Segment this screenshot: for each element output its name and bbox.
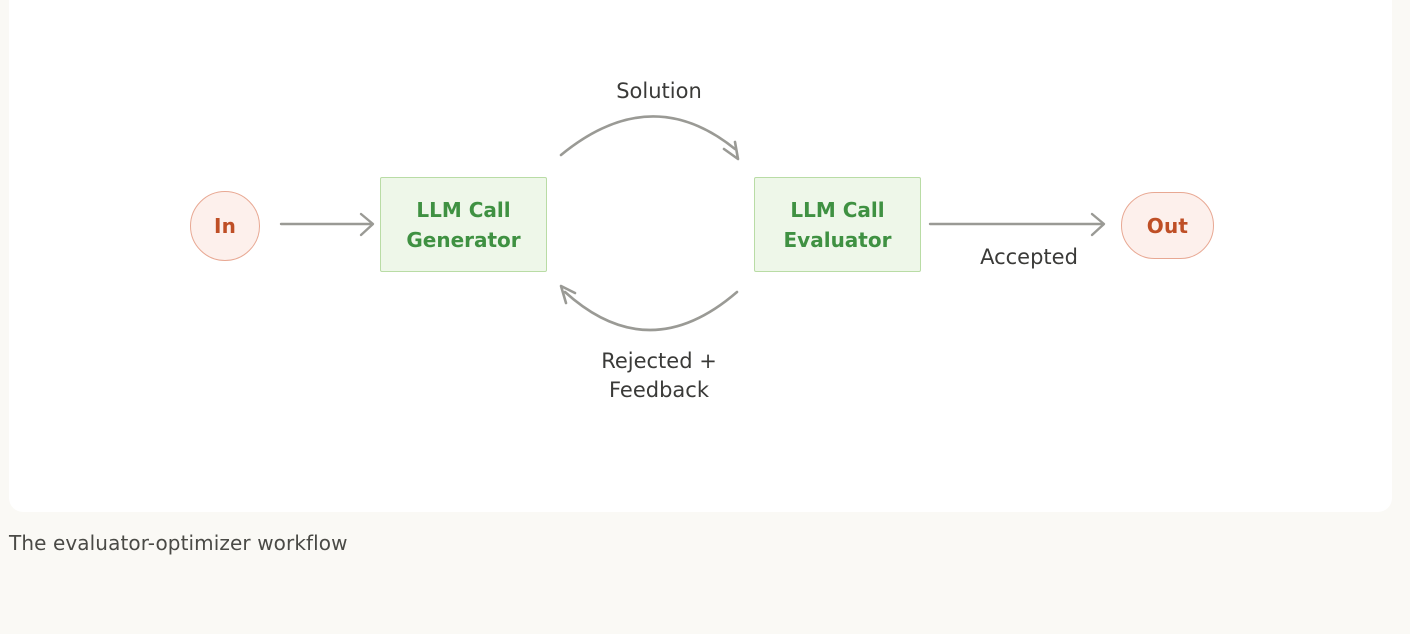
node-in-label: In bbox=[213, 214, 237, 238]
node-evaluator-label-line1: LLM Call bbox=[790, 197, 885, 222]
edge-label-accepted: Accepted bbox=[980, 245, 1078, 269]
arrow-generator-to-evaluator bbox=[559, 115, 740, 161]
arrow-evaluator-to-out bbox=[928, 212, 1106, 237]
node-out[interactable]: Out bbox=[1121, 192, 1214, 259]
arrow-evaluator-to-generator bbox=[559, 284, 739, 332]
edge-label-rejected-feedback: Rejected + Feedback bbox=[601, 349, 717, 402]
node-llm-call-evaluator[interactable]: LLM Call Evaluator bbox=[754, 177, 921, 272]
diagram-caption: The evaluator-optimizer workflow bbox=[9, 531, 348, 555]
edge-label-solution: Solution bbox=[616, 79, 702, 103]
node-evaluator-label-line2: Evaluator bbox=[783, 227, 892, 252]
diagram-canvas: In LLM Call Generator LLM Call Evaluator… bbox=[9, 0, 1392, 512]
node-generator-label-line1: LLM Call bbox=[416, 197, 511, 222]
node-llm-call-generator[interactable]: LLM Call Generator bbox=[380, 177, 547, 272]
node-generator-label-line2: Generator bbox=[406, 227, 521, 252]
diagram-connectors bbox=[279, 115, 1106, 332]
node-out-label: Out bbox=[1146, 213, 1189, 238]
arrow-in-to-generator bbox=[279, 212, 375, 237]
node-in[interactable]: In bbox=[190, 191, 260, 261]
